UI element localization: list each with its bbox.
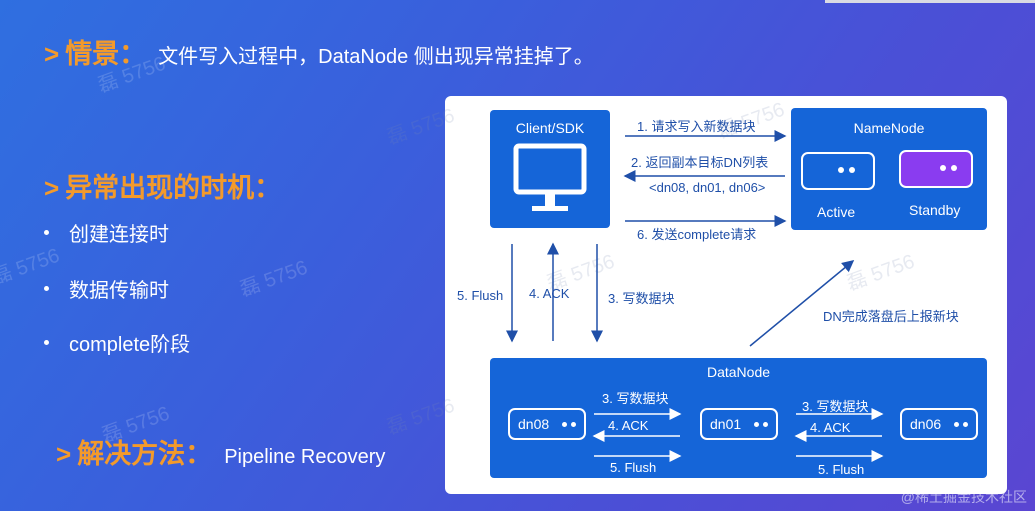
- dn06-label: dn06: [910, 416, 942, 432]
- active-label: Active: [817, 204, 856, 220]
- write-label-2: 3. 写数据块: [802, 399, 869, 414]
- namenode-title: NameNode: [853, 120, 925, 136]
- active-node-chip: [801, 152, 875, 190]
- datanode-title: DataNode: [706, 364, 771, 380]
- diagram-arrows: [506, 130, 855, 347]
- msg-complete: 6. 发送complete请求: [637, 227, 757, 242]
- dots-icon: [562, 421, 576, 427]
- msg-return: 2. 返回副本目标DN列表: [631, 155, 769, 170]
- monitor-icon: [513, 143, 587, 211]
- list-item: complete阶段: [44, 328, 190, 357]
- write-label-1: 3. 写数据块: [602, 391, 669, 406]
- credit-text: @稀土掘金技术社区: [900, 489, 1027, 505]
- ack-label-1: 4. ACK: [608, 418, 649, 433]
- msg-request: 1. 请求写入新数据块: [637, 119, 756, 134]
- timing-heading-text: 异常出现的时机：: [65, 173, 282, 203]
- chevron-right-icon: >: [44, 39, 60, 69]
- bullet-dot: [44, 230, 49, 235]
- list-item: 创建连接时: [44, 218, 169, 247]
- dots-icon: [754, 421, 768, 427]
- ack-label-2: 4. ACK: [810, 420, 851, 435]
- flush-label: 5. Flush: [457, 288, 504, 303]
- dn01-label: dn01: [710, 416, 742, 432]
- list-item-text: 创建连接时: [69, 224, 169, 246]
- list-item: 数据传输时: [44, 274, 169, 303]
- scenario-text: 文件写入过程中，DataNode 侧出现异常挂掉了。: [158, 46, 594, 68]
- datanode-arrows: [592, 408, 884, 462]
- bullet-dot: [44, 340, 49, 345]
- watermark: 磊 5756: [237, 256, 311, 302]
- top-edge-bar: [825, 0, 1035, 3]
- timing-heading: > 异常出现的时机：: [44, 166, 281, 205]
- bullet-dot: [44, 286, 49, 291]
- solution-label: 解决方法：: [77, 439, 213, 469]
- write-label: 3. 写数据块: [608, 291, 675, 306]
- arrow-report: [749, 260, 855, 347]
- list-item-text: complete阶段: [69, 334, 191, 356]
- ack-label: 4. ACK: [529, 286, 570, 301]
- client-sdk-title: Client/SDK: [515, 120, 585, 136]
- dots-icon: [940, 165, 957, 171]
- diagram-panel: 磊 5756 磊 5756 磊 5756 磊 5756 磊 5756 Clien…: [384, 96, 1007, 494]
- dots-icon: [838, 167, 855, 173]
- flush-label-1: 5. Flush: [610, 460, 657, 475]
- chevron-right-icon: >: [44, 173, 60, 203]
- scenario-line: > 情景： 文件写入过程中，DataNode 侧出现异常挂掉了。: [44, 32, 594, 71]
- dn06-chip: dn06: [900, 408, 978, 440]
- msg-return-list: <dn08, dn01, dn06>: [649, 180, 766, 195]
- datanode-box: DataNode dn08 dn01 dn06 3. 写数据块 4. ACK 5…: [490, 358, 987, 478]
- standby-label: Standby: [909, 202, 961, 218]
- chevron-right-icon: >: [56, 439, 72, 469]
- list-item-text: 数据传输时: [69, 280, 169, 302]
- dots-icon: [954, 421, 968, 427]
- dn08-chip: dn08: [508, 408, 586, 440]
- dn01-chip: dn01: [700, 408, 778, 440]
- namenode-box: NameNode Active Standby: [791, 108, 987, 230]
- solution-line: > 解决方法： Pipeline Recovery: [56, 432, 385, 471]
- standby-node-chip: [899, 150, 973, 188]
- client-sdk-box: Client/SDK: [490, 110, 610, 228]
- report-label: DN完成落盘后上报新块: [823, 309, 959, 324]
- dn08-label: dn08: [518, 416, 550, 432]
- flush-label-2: 5. Flush: [818, 462, 865, 477]
- scenario-label: 情景：: [65, 39, 147, 69]
- solution-text: Pipeline Recovery: [224, 446, 386, 468]
